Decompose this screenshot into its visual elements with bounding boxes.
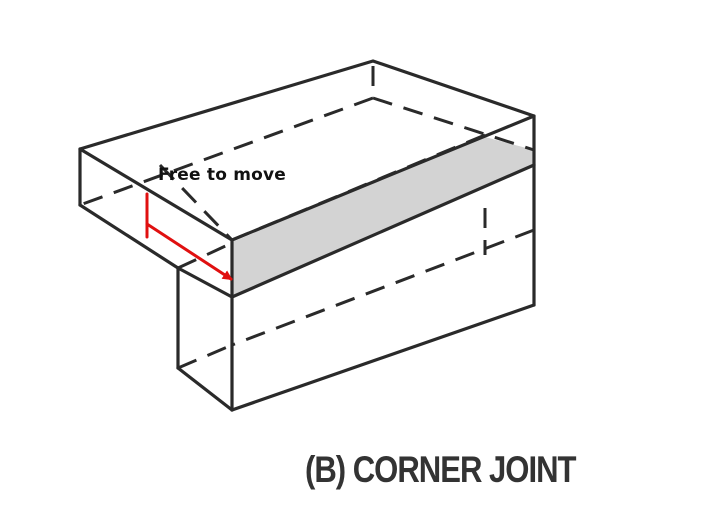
joint-line xyxy=(230,163,536,299)
top-box-front-bottom-left xyxy=(78,203,180,270)
top-box-hidden-back-right xyxy=(372,96,535,152)
top-box-front-bottom-right xyxy=(176,266,234,299)
vertical-box-bottom-right xyxy=(230,303,536,412)
contact-face-shading xyxy=(232,137,534,297)
diagram-caption: (B) CORNER JOINT xyxy=(305,449,577,490)
vertical-box-hidden-right-back xyxy=(231,228,535,347)
vertical-box-hidden-left-top xyxy=(177,241,233,270)
top-box-hidden-back-left xyxy=(79,96,374,207)
free-to-move-label: Free to move xyxy=(158,165,287,185)
vertical-box-hidden-left-back xyxy=(177,343,233,370)
free-to-move-arrow xyxy=(145,222,233,281)
vertical-box-bottom-left xyxy=(176,366,234,412)
top-box-hidden-rear-end xyxy=(158,163,234,242)
